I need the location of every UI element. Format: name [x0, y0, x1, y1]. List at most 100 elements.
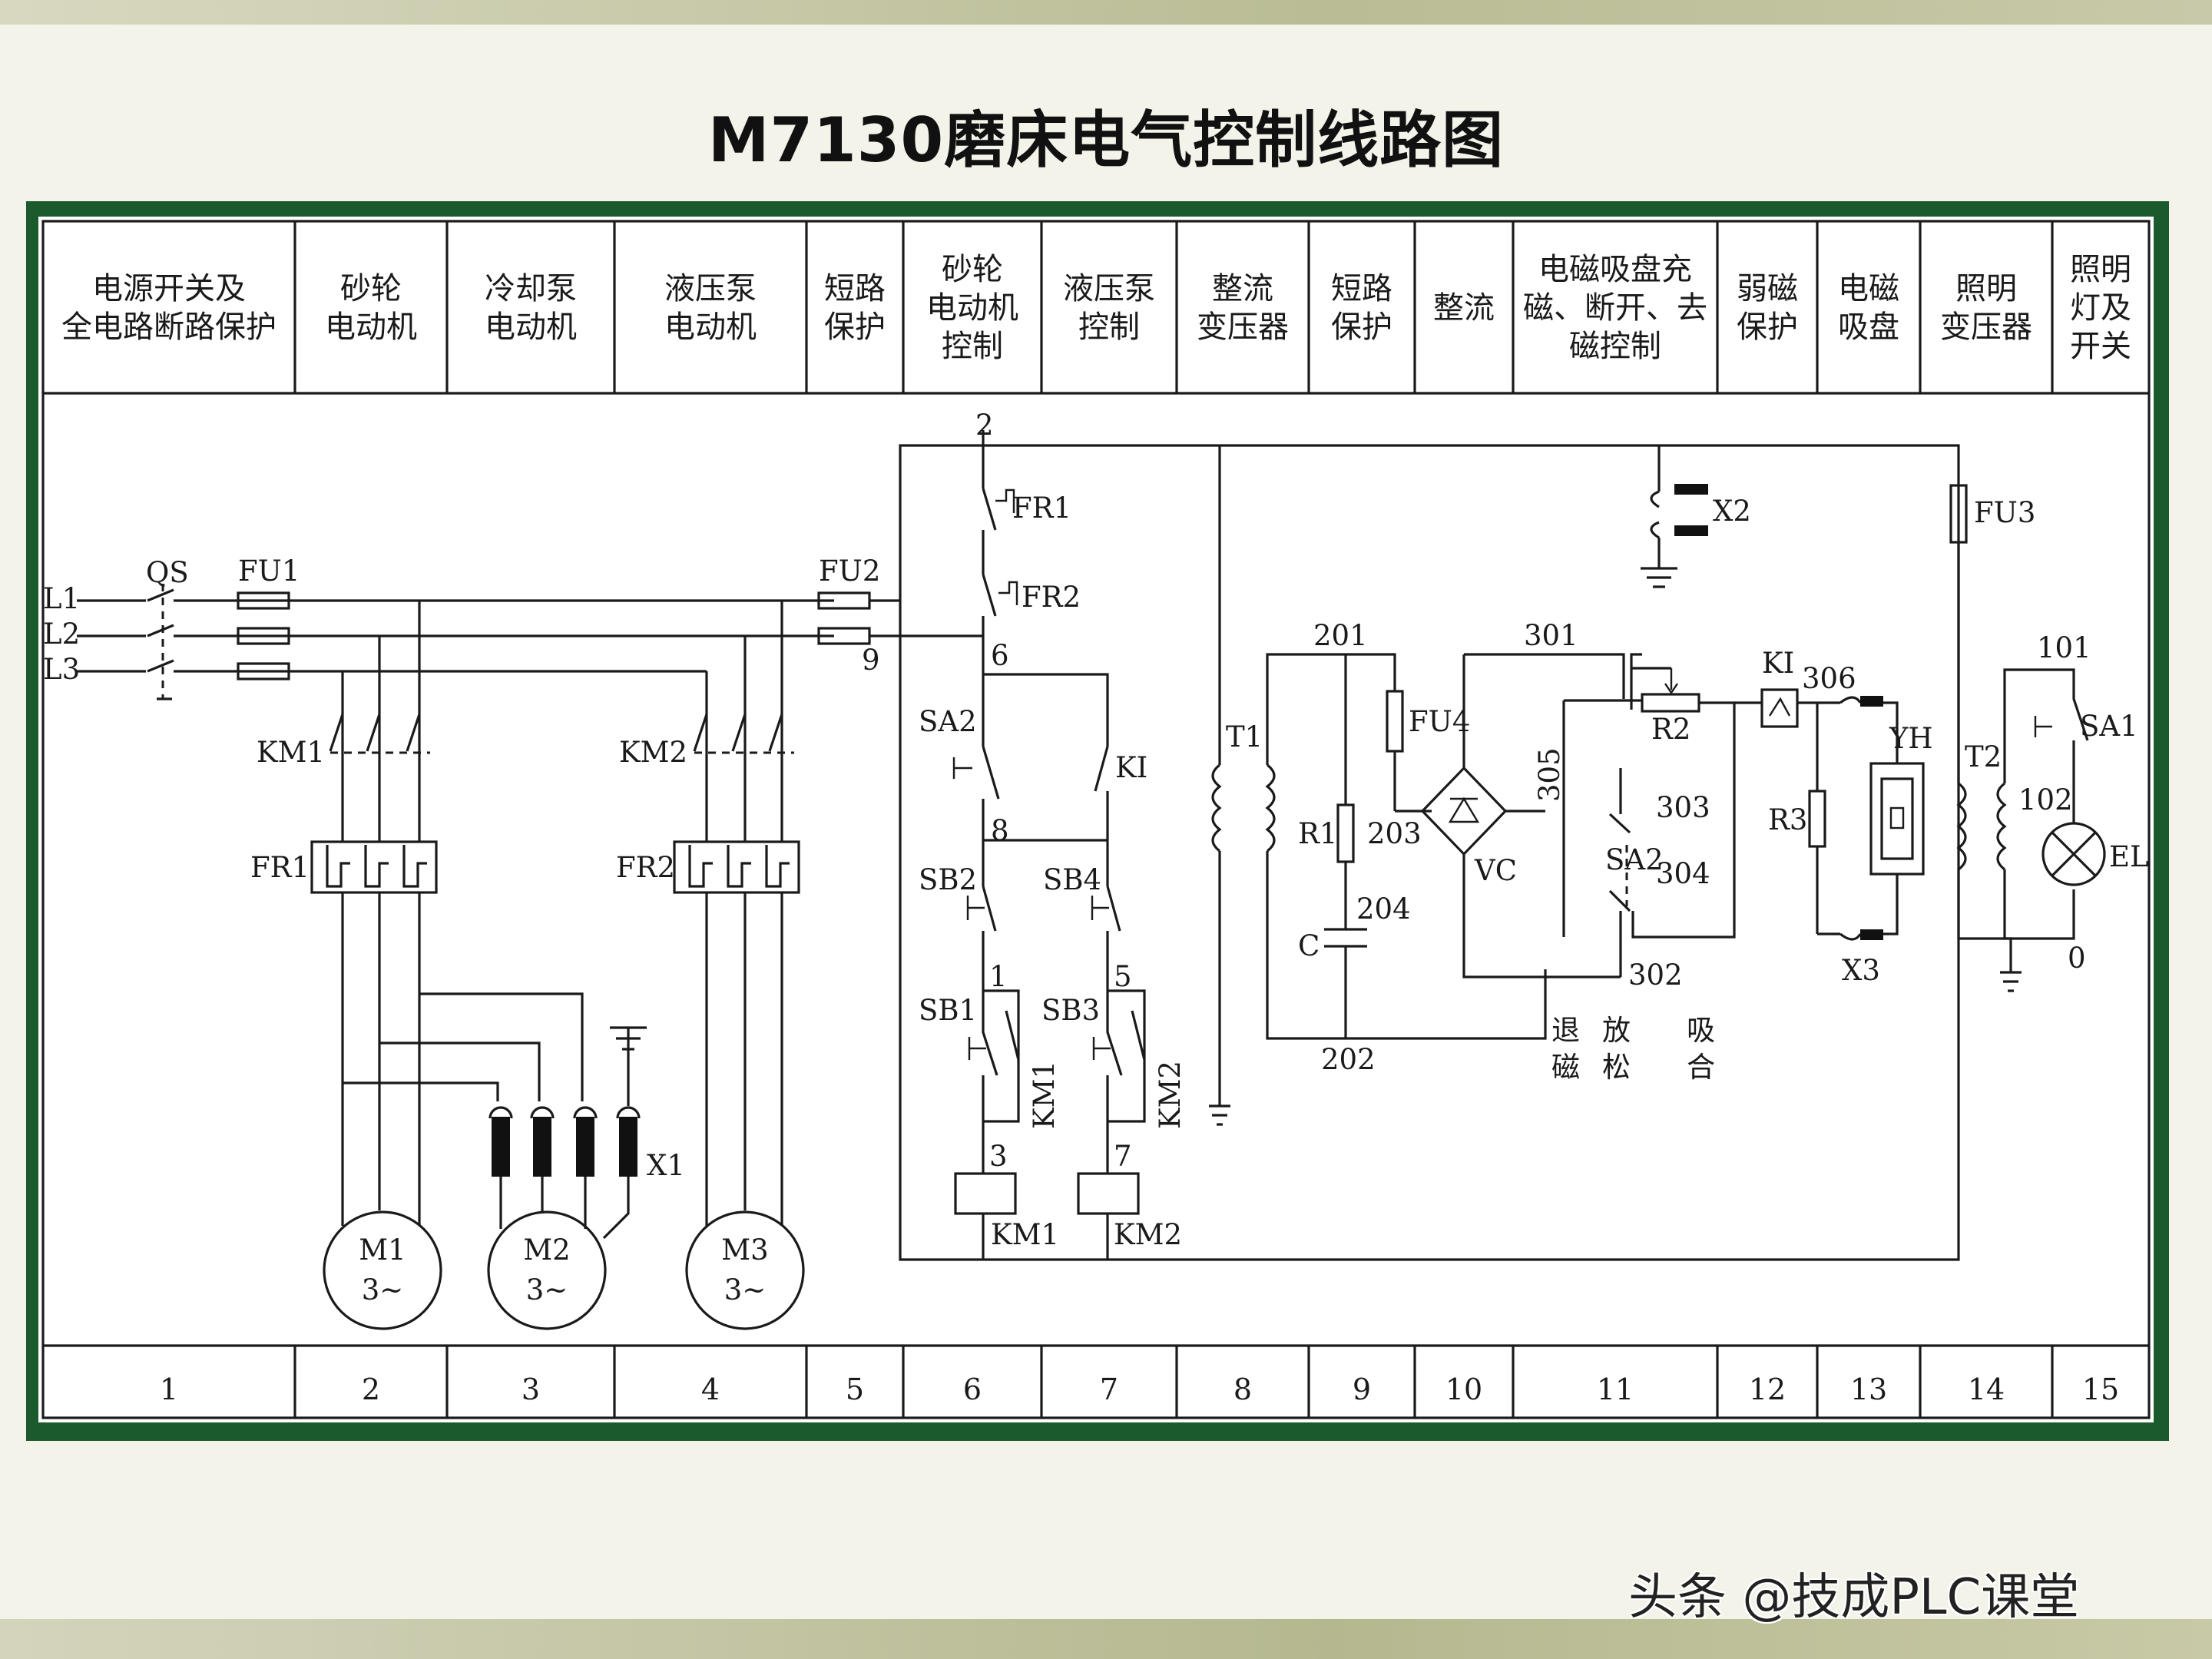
node-3: 3	[989, 1140, 1008, 1173]
header-cell-text: 电动机	[485, 310, 577, 345]
header-cell-text: 整流	[1433, 290, 1495, 326]
diagram-grid	[41, 220, 2151, 1419]
footer-column-number: 9	[1353, 1373, 1371, 1406]
label-L1: L1	[43, 582, 80, 615]
label-FU2: FU2	[819, 555, 880, 588]
motor-M2-phase: 3~	[526, 1273, 568, 1306]
label-YH: YH	[1889, 722, 1933, 755]
footer-column-number: 15	[2082, 1373, 2119, 1406]
component-labels: L1 L2 L3 QS FU1 FU2 9 KM1 KM2 FR1 FR2 X1…	[43, 409, 2149, 1306]
label-X2: X2	[1713, 495, 1751, 528]
node-2: 2	[975, 409, 994, 442]
node-201: 201	[1313, 619, 1368, 652]
header-cell-text: 控制	[1078, 310, 1140, 345]
header-cell-text: 整流	[1212, 271, 1273, 306]
label-KM2-main: KM2	[619, 736, 687, 769]
label-KM2-coil: KM2	[1114, 1218, 1182, 1251]
control-circuit	[899, 430, 1960, 1261]
lighting-section	[1949, 484, 2106, 992]
footer-column-number: 3	[522, 1373, 540, 1406]
header-cell-text: 冷却泵	[485, 271, 577, 306]
coolant-motor-branch	[487, 1026, 647, 1330]
node-302: 302	[1628, 959, 1683, 992]
label-tui: 退	[1551, 1014, 1580, 1047]
label-FU1: FU1	[238, 555, 300, 588]
header-cell-text: 电磁吸盘充	[1538, 252, 1692, 287]
label-KI-coil: KI	[1762, 647, 1794, 680]
footer-column-number: 1	[160, 1373, 178, 1406]
hydraulic-motor-branch	[673, 601, 805, 1330]
label-SA2-contact: SA2	[919, 705, 977, 738]
label-song: 松	[1602, 1051, 1631, 1084]
node-0: 0	[2068, 942, 2086, 975]
label-SB3: SB3	[1041, 994, 1100, 1027]
motor-M3-phase: 3~	[724, 1273, 767, 1306]
label-he: 合	[1687, 1051, 1715, 1084]
header-cell-text: 液压泵	[1063, 271, 1155, 306]
header-row: 电源开关及全电路断路保护砂轮电动机冷却泵电动机液压泵电动机短路保护砂轮电动机控制…	[61, 252, 2131, 364]
label-L2: L2	[43, 618, 80, 651]
label-FR2-contact: FR2	[1022, 581, 1081, 614]
node-5: 5	[1114, 960, 1132, 993]
label-KI-contact: KI	[1115, 751, 1147, 784]
label-VC: VC	[1474, 854, 1517, 887]
footer-column-number: 12	[1749, 1373, 1786, 1406]
header-cell-text: 磁、断开、去	[1523, 290, 1707, 326]
node-203: 203	[1367, 817, 1422, 850]
node-7: 7	[1114, 1140, 1132, 1173]
header-cell-text: 保护	[1331, 310, 1392, 345]
rectifier-section	[1209, 445, 1925, 1126]
label-T2: T2	[1965, 740, 2002, 773]
node-1: 1	[989, 960, 1008, 993]
header-cell-text: 变压器	[1197, 310, 1289, 345]
node-8: 8	[991, 814, 1009, 847]
label-R1: R1	[1298, 817, 1337, 850]
label-xi: 吸	[1687, 1014, 1715, 1047]
label-SB2: SB2	[919, 863, 977, 896]
node-101: 101	[2037, 631, 2091, 664]
node-306: 306	[1802, 662, 1856, 695]
footer-column-number: 10	[1445, 1373, 1482, 1406]
motor-M1-phase: 3~	[362, 1273, 404, 1306]
node-303: 303	[1656, 791, 1710, 824]
footer-column-number: 8	[1233, 1373, 1252, 1406]
node-6: 6	[991, 639, 1009, 672]
header-cell-text: 照明	[2070, 252, 2131, 287]
footer-column-number: 11	[1597, 1373, 1634, 1406]
footer-column-number: 6	[963, 1373, 982, 1406]
header-cell-text: 砂轮	[942, 252, 1003, 287]
label-FU4: FU4	[1409, 705, 1470, 738]
header-cell-text: 变压器	[1940, 310, 2032, 345]
label-KM1-coil: KM1	[991, 1218, 1059, 1251]
label-ci: 磁	[1551, 1051, 1580, 1084]
label-C: C	[1298, 929, 1320, 962]
header-cell-text: 电动机	[926, 290, 1018, 326]
node-304: 304	[1656, 857, 1710, 890]
label-SA2-switch: SA2	[1605, 843, 1664, 876]
label-KM1-main: KM1	[257, 736, 325, 769]
label-FU3: FU3	[1974, 496, 2035, 529]
header-cell-text: 弱磁	[1737, 271, 1798, 306]
bottom-decor-strip	[0, 1619, 2212, 1659]
header-cell-text: 液压泵	[664, 271, 757, 306]
header-cell-text: 吸盘	[1838, 310, 1899, 345]
footer-column-number: 7	[1100, 1373, 1118, 1406]
header-cell-text: 短路	[1331, 271, 1392, 306]
header-cell-text: 电动机	[664, 310, 757, 345]
header-cell-text: 保护	[824, 310, 886, 345]
header-cell-text: 保护	[1737, 310, 1798, 345]
top-decor-strip	[0, 0, 2212, 25]
label-T1: T1	[1226, 720, 1263, 753]
footer-column-number: 5	[846, 1373, 864, 1406]
node-301: 301	[1524, 619, 1578, 652]
label-QS: QS	[146, 556, 189, 589]
label-R3: R3	[1768, 803, 1807, 836]
diagram-paper	[38, 217, 2154, 1422]
header-cell-text: 电动机	[325, 310, 417, 345]
header-cell-text: 磁控制	[1569, 329, 1661, 364]
label-X1: X1	[647, 1149, 685, 1182]
label-KM2-aux: KM2	[1154, 1061, 1187, 1129]
motor-M2-label: M2	[523, 1233, 570, 1267]
